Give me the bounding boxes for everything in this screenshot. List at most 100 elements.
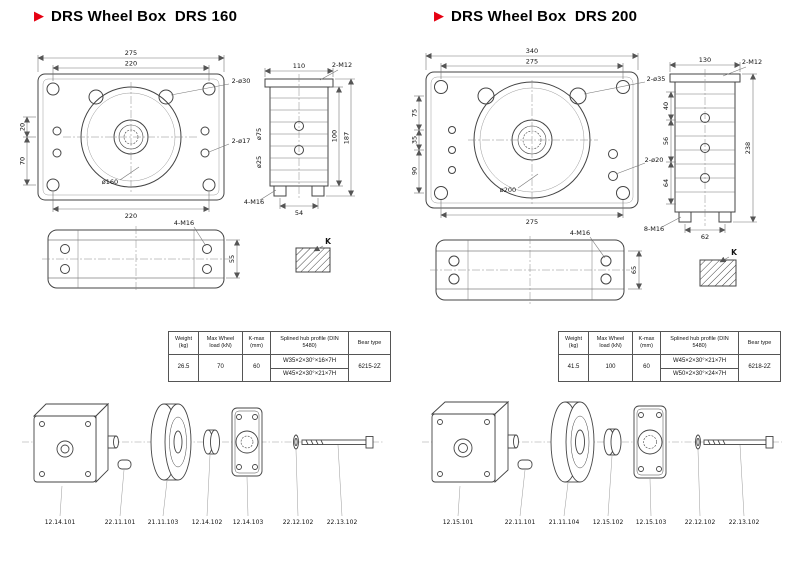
dimension-label: ø160 [102, 178, 118, 186]
spec-header-bear: Bear type [348, 331, 391, 355]
dimension-label: 90 [411, 167, 419, 175]
dimension-label: 130 [699, 56, 711, 64]
panel-title-text: DRS Wheel Box DRS 160 [51, 8, 238, 25]
panel-drs200: ▶ DRS Wheel Box DRS 200 [408, 6, 796, 562]
weight-value: 26.5 [168, 354, 199, 382]
bolt-callout-label: 8-M16 [644, 225, 664, 233]
mounting-bracket-drawing: 4-M16 65 [430, 229, 642, 304]
dimension-label: 35 [411, 136, 419, 144]
dimension-views-drawing: 275 220 220 20 70 2-ø30 2-ø17 ø160 [19, 49, 355, 292]
dimension-label: 56 [662, 137, 670, 145]
section-letter-label: K [731, 248, 738, 257]
dimension-label: 75 [411, 109, 419, 117]
weight-value: 41.5 [558, 354, 589, 382]
dimension-label: ø25 [255, 156, 263, 168]
part-number-label: 12.14.102 [192, 519, 223, 526]
bolt-callout-label: 2-M12 [742, 58, 762, 66]
spec-header-bear: Bear type [738, 331, 781, 355]
part-number-label: 22.12.102 [685, 519, 716, 526]
dimension-label: 220 [125, 212, 137, 220]
front-view-drawing: 340 275 275 75 35 90 2-ø35 2-ø20 ø200 [411, 47, 666, 226]
spec-row: 26.5 70 60 W35×2×30°×16×7H W45×2×30°×21×… [168, 354, 391, 382]
part-number-label: 12.14.103 [233, 519, 264, 526]
dimension-label: 70 [19, 157, 27, 165]
hole-callout-label: 2-ø35 [647, 75, 666, 83]
spec-table: Weight (kg) Max Wheel load (kN) K-max (m… [558, 331, 781, 382]
bolt-callout-label: 4-M16 [174, 219, 194, 227]
dimension-label: 55 [228, 255, 236, 263]
dimension-label: 40 [662, 102, 670, 110]
dimension-label: 64 [662, 179, 670, 187]
spline-profile-2: W50×2×30°×24×7H [661, 367, 738, 380]
spec-header-load: Max Wheel load (kN) [588, 331, 633, 355]
spec-row: 41.5 100 60 W45×2×30°×21×7H W50×2×30°×24… [558, 354, 781, 382]
bolt-callout-label: 4-M16 [244, 198, 264, 206]
dimension-label: 110 [293, 62, 305, 70]
dimension-label: 54 [295, 209, 303, 217]
dimension-label: ø200 [500, 186, 516, 194]
bear-type-value: 6215-2Z [348, 354, 391, 382]
dimension-label: 238 [744, 142, 752, 154]
part-number-label: 12.15.103 [636, 519, 667, 526]
part-number-label: 21.11.104 [549, 519, 580, 526]
spec-table: Weight (kg) Max Wheel load (kN) K-max (m… [168, 331, 391, 382]
front-view-drawing: 275 220 220 20 70 2-ø30 2-ø17 ø160 [19, 49, 251, 220]
dimension-label: 275 [526, 58, 538, 66]
section-letter-label: K [325, 237, 332, 246]
pin-part [117, 459, 132, 470]
k-section-mark: K [699, 248, 738, 287]
panel-title: ▶ DRS Wheel Box DRS 160 [34, 8, 237, 25]
part-number-label: 21.11.103 [148, 519, 179, 526]
part-number-label: 22.11.101 [105, 519, 136, 526]
part-number-label: 12.15.101 [443, 519, 474, 526]
panel-drs160: ▶ DRS Wheel Box DRS 160 [8, 6, 400, 562]
gearbox-top-face [32, 403, 110, 417]
max-wheel-load-value: 70 [198, 354, 243, 382]
mounting-bracket-drawing: 4-M16 55 [42, 219, 240, 292]
dimension-label: 187 [343, 132, 351, 144]
part-number-label: 12.14.101 [45, 519, 76, 526]
spline-profile-values: W35×2×30°×16×7H W45×2×30°×21×7H [270, 354, 349, 382]
exploded-assembly-drawing: 12.14.101 22.11.101 21.11.103 12.14.102 … [22, 402, 384, 526]
spline-profile-values: W45×2×30°×21×7H W50×2×30°×24×7H [660, 354, 739, 382]
part-number-label: 22.13.102 [327, 519, 358, 526]
bear-type-value: 6218-2Z [738, 354, 781, 382]
pin-part [517, 459, 533, 470]
part-number-label: 22.13.102 [729, 519, 760, 526]
title-bullet-icon: ▶ [434, 8, 444, 23]
hole-callout-label: 2-ø20 [645, 156, 664, 164]
dimension-label: 275 [526, 218, 538, 226]
spline-profile-1: W45×2×30°×21×7H [672, 358, 727, 365]
gearbox-side-face [95, 402, 109, 484]
k-max-value: 60 [632, 354, 661, 382]
spec-header-spline: Splined hub profile (DIN 5480) [270, 331, 349, 355]
bolt-callout-label: 4-M16 [570, 229, 590, 237]
panel-title-text: DRS Wheel Box DRS 200 [451, 8, 638, 25]
spec-header-weight: Weight (kg) [558, 331, 589, 355]
spline-profile-2: W45×2×30°×21×7H [271, 367, 348, 380]
spec-header-load: Max Wheel load (kN) [198, 331, 243, 355]
max-wheel-load-value: 100 [588, 354, 633, 382]
dimension-label: 220 [125, 60, 137, 68]
spec-header-weight: Weight (kg) [168, 331, 199, 355]
side-view-drawing: 110 2-M12 100 187 ø75 ø25 4-M16 54 [244, 61, 355, 217]
spline-profile-1: W35×2×30°×16×7H [282, 358, 337, 365]
k-section-mark: K [295, 237, 332, 273]
dimension-label: 65 [630, 266, 638, 274]
gearbox-side-face [494, 400, 509, 484]
dimension-label: 100 [331, 130, 339, 142]
dimension-label: ø75 [255, 128, 263, 140]
part-number-label: 22.11.101 [505, 519, 536, 526]
part-number-label: 22.12.102 [283, 519, 314, 526]
dimension-label: 20 [19, 123, 27, 131]
spec-header-kmax: K-max (mm) [632, 331, 661, 355]
panel-title: ▶ DRS Wheel Box DRS 200 [434, 8, 637, 25]
spec-header-kmax: K-max (mm) [242, 331, 271, 355]
bolt-callout-label: 2-M12 [332, 61, 352, 69]
spec-header-spline: Splined hub profile (DIN 5480) [660, 331, 739, 355]
k-max-value: 60 [242, 354, 271, 382]
side-view-drawing: 130 2-M12 238 40 56 64 8-M16 62 [644, 56, 762, 241]
title-bullet-icon: ▶ [34, 8, 44, 23]
dimension-label: 340 [526, 47, 538, 55]
